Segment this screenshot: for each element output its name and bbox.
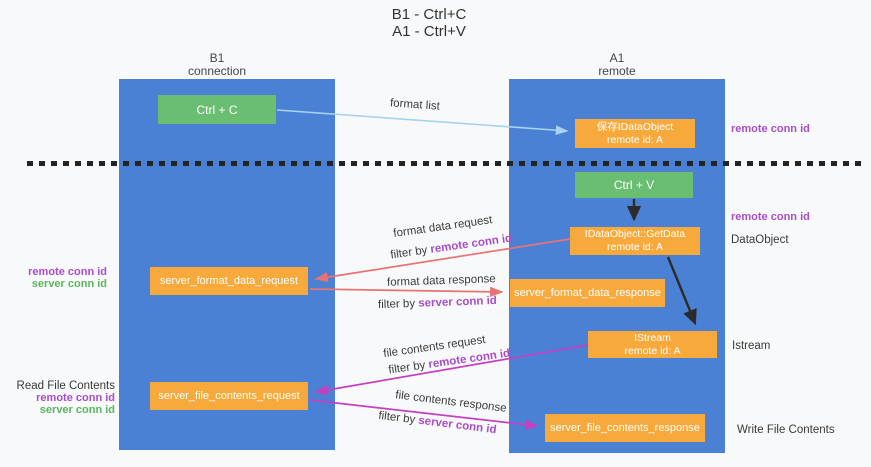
ctrl-v-box: Ctrl + V <box>575 172 693 198</box>
save-idataobject-line2: remote id: A <box>606 133 664 146</box>
lifeline-a1-name: A1 <box>609 51 625 65</box>
filter-by-text: filter by <box>387 358 430 377</box>
right-remote-conn-id-mid: remote conn id <box>731 211 810 223</box>
format-data-request-label: format data request <box>392 214 494 240</box>
server-file-contents-response-label: server_file_contents_response <box>550 422 700 434</box>
title-line-2: A1 - Ctrl+V <box>392 23 466 40</box>
ctrl-c-box: Ctrl + C <box>158 95 276 124</box>
lifeline-b1-name: B1 <box>209 51 225 65</box>
left-conn-id-stack-bottom: Read File Contents remote conn id server… <box>15 380 115 416</box>
filter-by-text: filter by <box>377 297 419 312</box>
phase-separator-dashed-line <box>27 161 862 166</box>
server-file-contents-request-box: server_file_contents_request <box>150 382 308 410</box>
filter-by-text: filter by <box>377 409 420 427</box>
diagram-title: B1 - Ctrl+C A1 - Ctrl+V <box>349 6 509 40</box>
getdata-line2: remote id: A <box>606 241 664 253</box>
istream-line1: IStream <box>634 331 671 344</box>
write-file-contents-label: Write File Contents <box>737 424 835 436</box>
server-format-data-response-box: server_format_data_response <box>510 279 665 307</box>
lifeline-b1-role: connection <box>187 64 247 78</box>
right-remote-conn-id-top: remote conn id <box>731 123 810 135</box>
filter-server-conn-id-label-1: filter by server conn id <box>378 295 497 311</box>
remote-conn-id-text: remote conn id <box>429 232 513 256</box>
filter-server-conn-id-label-2: filter by server conn id <box>378 410 497 436</box>
idataobject-getdata-box: IDataObject::GetData remote id: A <box>570 227 700 255</box>
left-server-conn-id-bottom: server conn id <box>39 404 115 416</box>
left-remote-conn-id-top: remote conn id <box>28 266 107 278</box>
left-server-conn-id-top: server conn id <box>31 278 107 290</box>
istream-side-label: Istream <box>732 340 771 352</box>
server-conn-id-text: server conn id <box>418 294 498 310</box>
file-contents-response-label: file contents response <box>394 389 508 415</box>
lifeline-header-a1: A1 remote <box>557 52 677 78</box>
format-data-response-arrow <box>309 286 504 297</box>
server-conn-id-text: server conn id <box>417 414 498 437</box>
server-format-data-request-box: server_format_data_request <box>150 267 308 295</box>
istream-line2: remote id: A <box>624 344 681 357</box>
server-file-contents-response-box: server_file_contents_response <box>545 414 705 442</box>
lifeline-header-b1: B1 connection <box>157 52 277 78</box>
getdata-line1: IDataObject::GetData <box>584 228 686 240</box>
save-idataobject-line1: 保存IDataObject <box>596 120 674 133</box>
read-file-contents-label: Read File Contents <box>16 380 115 392</box>
server-format-data-response-label: server_format_data_response <box>514 287 661 299</box>
format-data-response-label: format data response <box>386 273 496 289</box>
server-format-data-request-label: server_format_data_request <box>159 275 299 287</box>
server-file-contents-request-label: server_file_contents_request <box>158 390 300 402</box>
ctrl-v-label: Ctrl + V <box>613 178 655 192</box>
ctrl-c-label: Ctrl + C <box>196 102 238 117</box>
istream-box: IStream remote id: A <box>588 331 717 358</box>
filter-by-text: filter by <box>389 243 432 262</box>
left-remote-conn-id-bottom: remote conn id <box>36 392 115 404</box>
title-line-1: B1 - Ctrl+C <box>391 6 467 23</box>
format-list-label: format list <box>389 97 441 113</box>
lifeline-a1-role: remote <box>598 64 636 78</box>
save-idataobject-box: 保存IDataObject remote id: A <box>575 119 695 148</box>
dataobject-label: DataObject <box>731 234 789 246</box>
left-conn-id-stack-top: remote conn id server conn id <box>15 266 107 290</box>
